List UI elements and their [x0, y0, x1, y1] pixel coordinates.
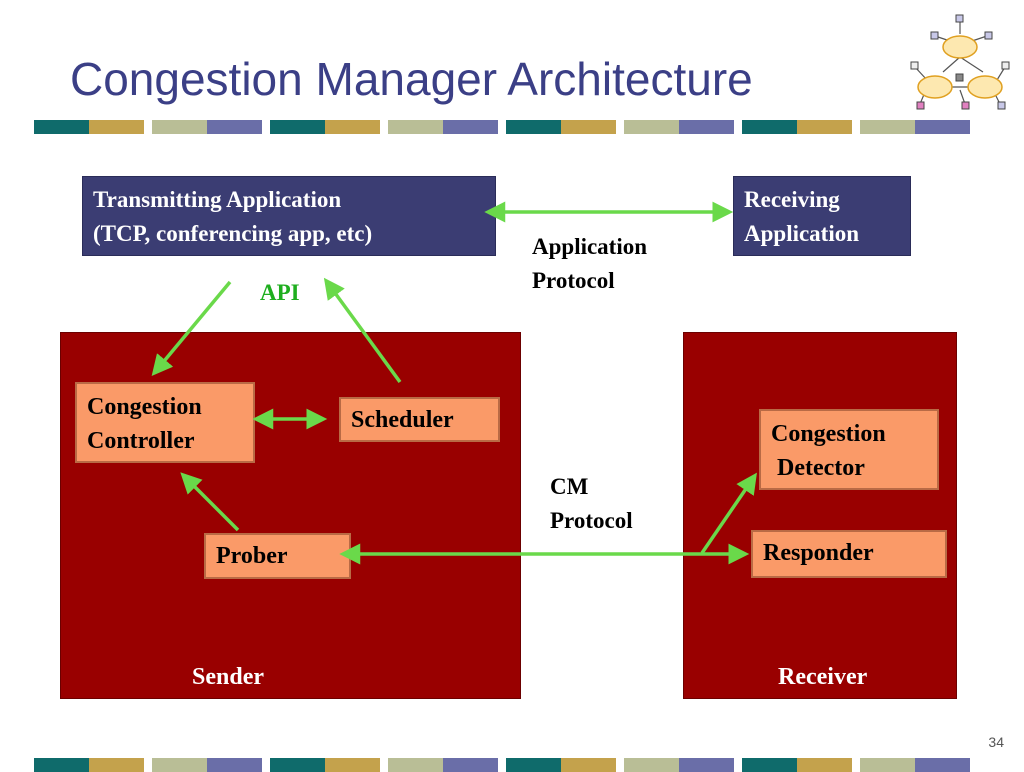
congestion-controller-line1: Congestion — [87, 394, 202, 420]
api-label: API — [260, 280, 300, 305]
congestion-controller-box: Congestion Controller — [75, 382, 255, 463]
receiver-label: Receiver — [778, 664, 868, 690]
congestion-controller-line2: Controller — [87, 428, 195, 454]
sender-label: Sender — [192, 664, 264, 690]
prober-to-controller-arrow — [180, 472, 240, 532]
responder-to-detector-arrow — [700, 472, 757, 554]
transmitting-application-line2: (TCP, conferencing app, etc) — [93, 221, 373, 246]
cm-protocol-line1: CM — [550, 474, 589, 499]
api-down-arrow — [151, 280, 232, 377]
receiving-application-line1: Receiving — [744, 187, 840, 212]
prober-box: Prober — [204, 533, 351, 579]
receiving-application-box: Receiving Application — [733, 176, 911, 256]
application-protocol-label: Application Protocol — [532, 230, 647, 298]
api-up-arrow — [323, 277, 402, 384]
congestion-detector-line2: Detector — [771, 455, 865, 481]
receiving-application-line2: Application — [744, 221, 860, 246]
page-number: 34 — [988, 734, 1004, 750]
page-title: Congestion Manager Architecture — [70, 53, 753, 105]
transmitting-application-box: Transmitting Application (TCP, conferenc… — [82, 176, 496, 256]
cm-protocol-line2: Protocol — [550, 508, 633, 533]
top-decorative-stripe — [34, 120, 970, 134]
responder-box: Responder — [751, 530, 947, 578]
application-protocol-line1: Application — [532, 234, 648, 259]
cm-protocol-label: CM Protocol — [550, 470, 633, 538]
application-protocol-line2: Protocol — [532, 268, 615, 293]
network-clouds-icon — [910, 14, 1010, 110]
transmitting-application-line1: Transmitting Application — [93, 187, 342, 212]
congestion-detector-line1: Congestion — [771, 421, 886, 447]
congestion-detector-box: Congestion Detector — [759, 409, 939, 490]
scheduler-box: Scheduler — [339, 397, 500, 442]
